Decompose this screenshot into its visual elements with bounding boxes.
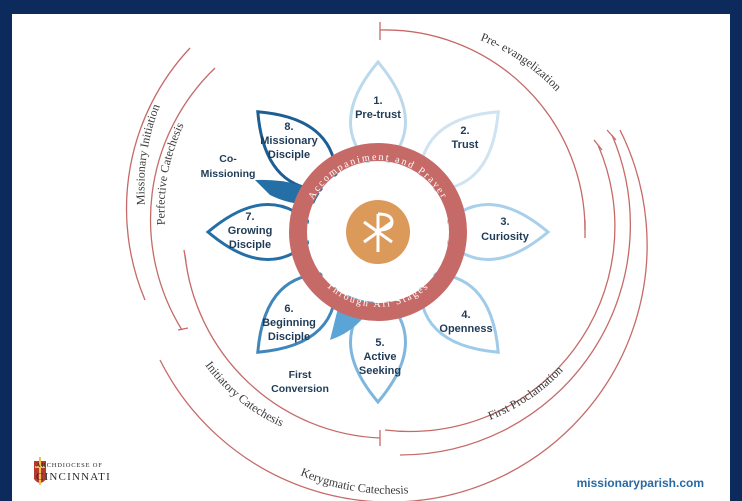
org-name-line2: CINCINNATI (36, 471, 111, 483)
stage-5-label-2: Seeking (359, 365, 401, 377)
stage-2-label: Trust (452, 139, 479, 151)
stage-3-label: Curiosity (481, 231, 530, 243)
stage-5-label: Active (363, 351, 396, 363)
chi-rho-icon (346, 200, 410, 264)
stage-6-label: Beginning (262, 317, 316, 329)
stage-6-number: 6. (284, 303, 293, 315)
first-proclamation-arc-2 (399, 134, 631, 456)
co-missioning-label: Co- (219, 153, 237, 165)
stage-8-label: Missionary (260, 135, 318, 147)
outer-arcs (125, 22, 648, 501)
stage-8-label-2: Disciple (268, 149, 310, 161)
first-proclamation-label: First Proclamation (486, 363, 566, 423)
first-proclamation-arc-1 (384, 144, 616, 433)
missionary-initiation-arc (125, 47, 191, 301)
stage-6-label-2: Disciple (268, 331, 310, 343)
stage-2-number: 2. (460, 125, 469, 137)
co-missioning-label-2: Missioning (201, 168, 256, 180)
stage-5-number: 5. (375, 337, 384, 349)
pre-evangelization-arc (379, 29, 586, 231)
perfective-label: Perfective Catechesis (153, 120, 186, 226)
kerygmatic-arc (159, 129, 648, 501)
stage-1-number: 1. (373, 95, 382, 107)
stage-4-number: 4. (461, 309, 470, 321)
stage-4-label: Openness (439, 323, 492, 335)
stage-1-label: Pre-trust (355, 109, 401, 121)
stage-3-number: 3. (500, 216, 509, 228)
first-conversion-label-2: Conversion (271, 383, 329, 395)
stage-labels: 1. Pre-trust 2. Trust 3. Curiosity 4. Op… (228, 95, 530, 377)
archdiocese-crest-icon (34, 457, 46, 485)
stage-8-number: 8. (284, 121, 293, 133)
perfective-arc (149, 67, 216, 331)
first-conversion-label: First (289, 369, 312, 381)
tick-marks (177, 22, 617, 446)
initiatory-arc (184, 254, 381, 439)
kerygmatic-label: Kerygmatic Catechesis (299, 465, 409, 497)
stage-7-label: Growing (228, 225, 273, 237)
ring-band (289, 143, 467, 321)
website-link[interactable]: missionaryparish.com (576, 476, 704, 490)
stage-7-label-2: Disciple (229, 239, 271, 251)
org-name-line1: ARCHDIOCESE OF (36, 462, 103, 469)
stage-7-number: 7. (245, 211, 254, 223)
